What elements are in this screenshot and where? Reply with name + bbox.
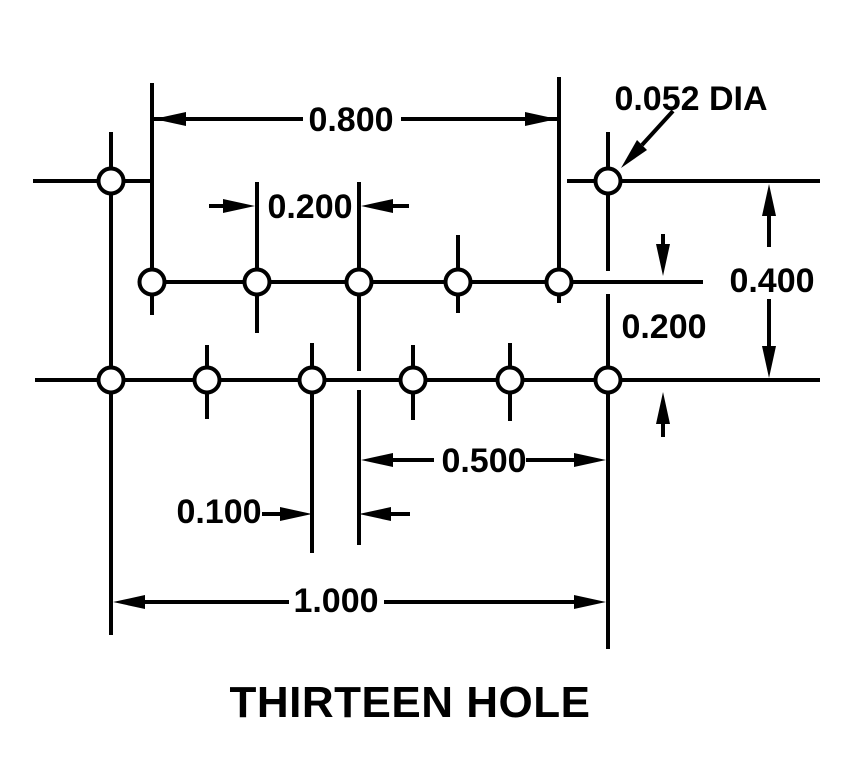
- dim-1000-label: 1.000: [293, 582, 378, 620]
- arrowhead-0200r-down: [656, 244, 670, 276]
- dim-0200r-label: 0.200: [621, 308, 706, 346]
- dim-0800-label: 0.800: [308, 101, 393, 139]
- arrowhead-0400-up: [762, 184, 776, 216]
- hole-top-2: [593, 166, 623, 196]
- arrowhead-1000-left: [113, 595, 145, 609]
- arrowhead-0200r-up: [656, 392, 670, 424]
- dimension-labels: 0.800 0.052 DIA 0.200 0.400 0.200 0.500 …: [176, 80, 814, 620]
- dimension-lines: [142, 109, 771, 604]
- arrowhead-0800-left: [154, 112, 186, 126]
- dim-0100-label: 0.100: [176, 493, 261, 531]
- hole-mid-1: [137, 267, 167, 297]
- arrowhead-0200-left: [223, 199, 255, 213]
- hole-mid-2: [242, 267, 272, 297]
- hole-bottom-5: [495, 365, 525, 395]
- arrowhead-0200-right: [361, 199, 393, 213]
- hole-mid-3: [344, 267, 374, 297]
- dia-0052-label: 0.052 DIA: [614, 80, 767, 118]
- hole-bottom-2: [192, 365, 222, 395]
- hole-mid-5: [544, 267, 574, 297]
- arrowheads: [113, 112, 776, 609]
- dim-0400-label: 0.400: [729, 262, 814, 300]
- arrowhead-0100-left: [280, 507, 312, 521]
- hole-bottom-3: [297, 365, 327, 395]
- holes: [96, 166, 623, 395]
- arrowhead-0400-down: [762, 346, 776, 378]
- leader-0052-line: [640, 109, 675, 147]
- hole-top-1: [96, 166, 126, 196]
- arrowhead-0100-right: [359, 507, 391, 521]
- drawing-title: THIRTEEN HOLE: [230, 678, 591, 727]
- hole-mid-4: [443, 267, 473, 297]
- hole-bottom-6: [593, 365, 623, 395]
- arrowhead-1000-right: [574, 595, 606, 609]
- arrowhead-0500-right: [574, 453, 606, 467]
- arrowhead-leader-0052: [621, 140, 647, 168]
- arrowhead-0500-left: [361, 453, 393, 467]
- hole-bottom-1: [96, 365, 126, 395]
- centerlines-and-extension-lines: [33, 77, 820, 649]
- dim-0500-label: 0.500: [441, 442, 526, 480]
- hole-bottom-4: [398, 365, 428, 395]
- arrowhead-0800-right: [525, 112, 557, 126]
- dim-0200-label: 0.200: [267, 188, 352, 226]
